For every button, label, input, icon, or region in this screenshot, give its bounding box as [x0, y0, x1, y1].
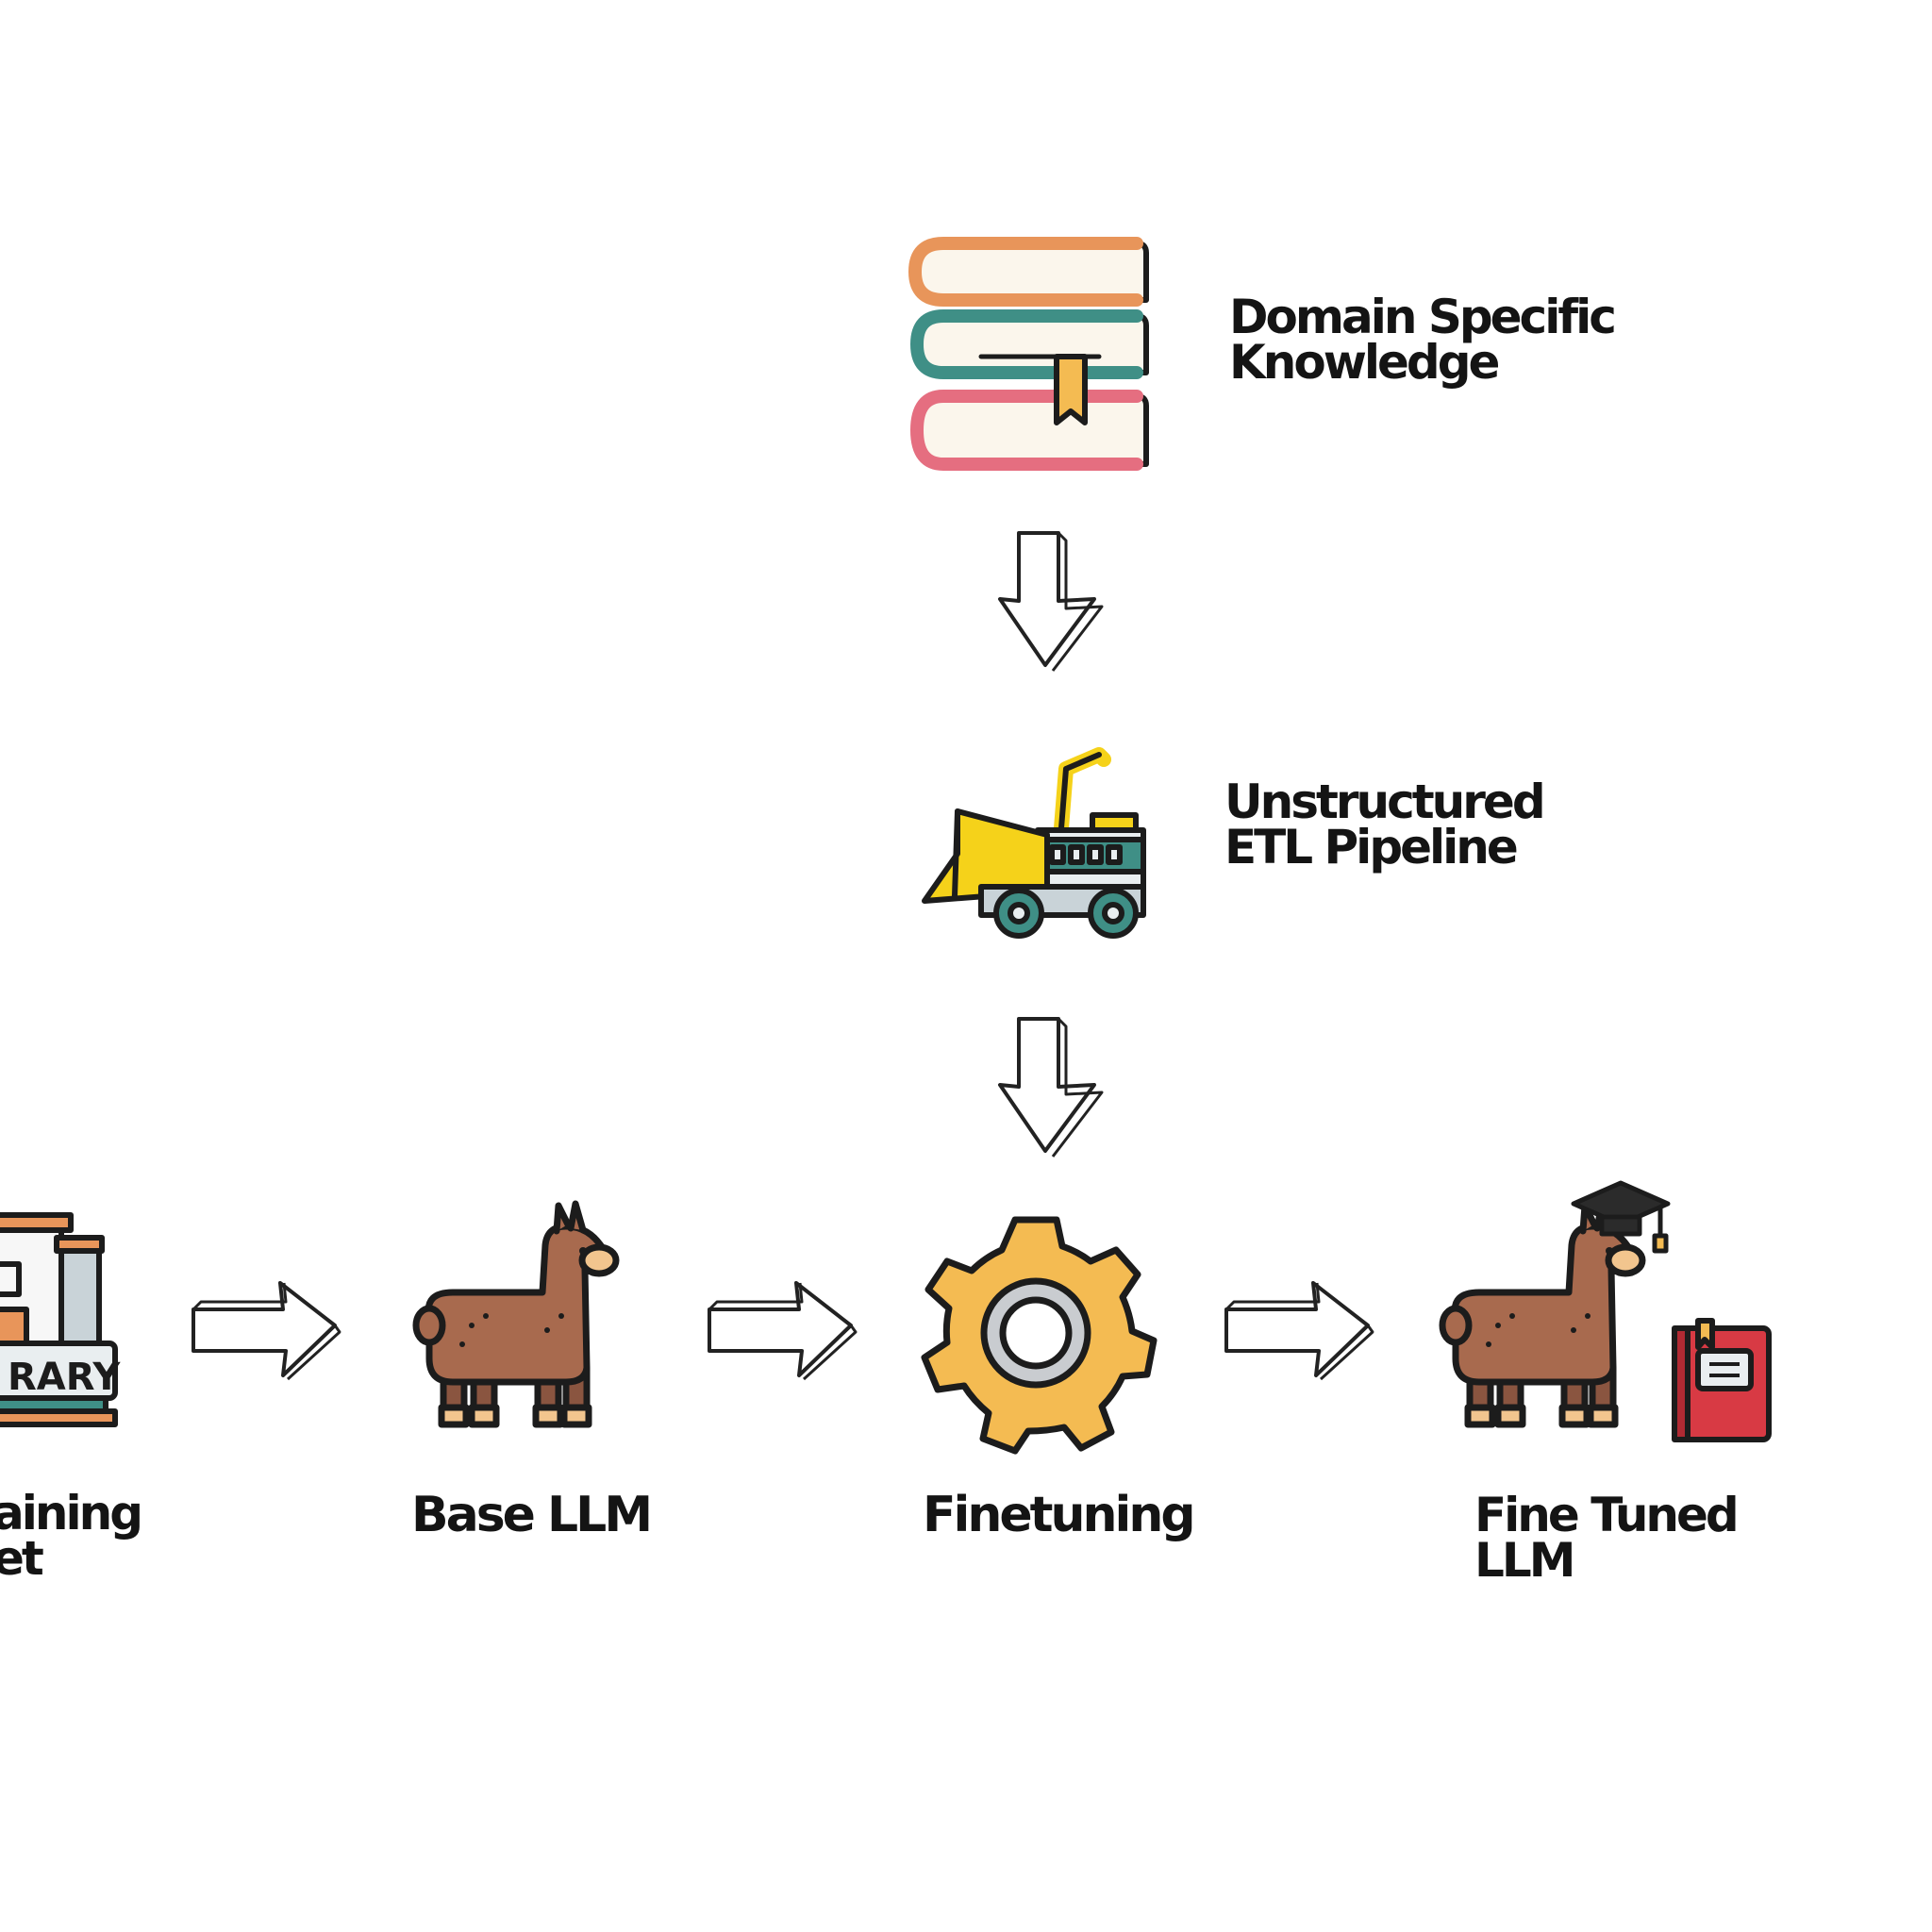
training-dataset-label: aining et: [0, 1486, 143, 1586]
domain-knowledge-label: Domain Specific Knowledge: [1229, 290, 1617, 390]
right-arrow-icon: [708, 1281, 858, 1381]
etl-pipeline-label: Unstructured ETL Pipeline: [1224, 774, 1546, 874]
domain-knowledge-line1: Domain Specific: [1229, 290, 1617, 344]
fine-tuned-llm-line2: LLM: [1474, 1533, 1575, 1588]
training-dataset-line1: aining: [0, 1486, 143, 1541]
etl-pipeline-line2: ETL Pipeline: [1224, 820, 1519, 874]
books-stack-icon: [908, 237, 1149, 471]
etl-pipeline-line1: Unstructured: [1224, 774, 1546, 829]
fine-tuned-llm-label: Fine Tuned LLM: [1474, 1488, 1740, 1588]
llama-icon: [416, 1204, 616, 1424]
right-arrow-icon: [1224, 1281, 1374, 1381]
domain-knowledge-line2: Knowledge: [1229, 335, 1500, 390]
gear-icon: [921, 1216, 1158, 1455]
finetuning-text: Finetuning: [923, 1487, 1196, 1543]
library-building-icon: [0, 1212, 118, 1427]
training-dataset-line2: et: [0, 1531, 44, 1586]
bulldozer-icon: [922, 747, 1146, 939]
library-sign-text: RARY: [8, 1356, 121, 1399]
down-arrow-icon: [998, 531, 1104, 673]
graduate-llama-icon: [1442, 1180, 1671, 1424]
fine-tuned-llm-line1: Fine Tuned: [1474, 1488, 1740, 1542]
base-llm-label: Base LLM: [411, 1487, 653, 1543]
red-book-icon: [1672, 1318, 1772, 1442]
right-arrow-icon: [192, 1281, 341, 1381]
finetuning-label: Finetuning: [923, 1487, 1196, 1543]
base-llm-text: Base LLM: [411, 1487, 653, 1543]
down-arrow-icon: [998, 1017, 1104, 1158]
